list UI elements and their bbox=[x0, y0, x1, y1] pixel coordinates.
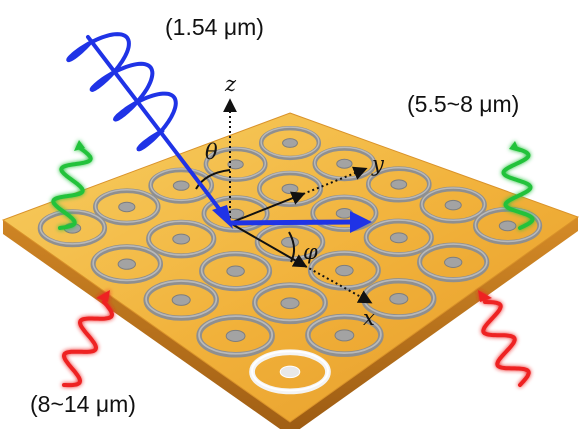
ring-highlight bbox=[149, 168, 213, 202]
incident-laser-beam bbox=[86, 35, 232, 225]
z-axis-label: z bbox=[225, 72, 237, 96]
center-disk bbox=[225, 329, 246, 342]
long-ir-emission-right bbox=[478, 290, 531, 387]
ring-highlight bbox=[253, 283, 327, 322]
laser-arrowhead bbox=[212, 205, 233, 229]
mid-ir-emission-left bbox=[51, 140, 93, 230]
ring-highlight bbox=[147, 220, 215, 256]
center-disk bbox=[117, 258, 136, 270]
ring-highlight bbox=[307, 314, 382, 355]
center-disk bbox=[172, 180, 190, 191]
center-disk bbox=[118, 201, 136, 213]
center-disk bbox=[444, 199, 462, 211]
ring-highlight bbox=[418, 243, 488, 280]
center-disk bbox=[281, 236, 299, 248]
reflected-laser-beam bbox=[229, 219, 353, 226]
center-disk bbox=[389, 293, 409, 305]
reflected-arrowhead bbox=[350, 211, 372, 233]
center-disk bbox=[171, 294, 191, 306]
ring-highlight bbox=[258, 171, 322, 205]
ring-highlight bbox=[205, 147, 267, 180]
long-ir-emission-left bbox=[61, 290, 115, 388]
ring-highlight bbox=[314, 146, 375, 179]
center-disk bbox=[389, 232, 408, 244]
center-disk bbox=[334, 329, 355, 342]
laser-wavelength-label: (1.54 μm) bbox=[165, 14, 264, 40]
ring-highlight bbox=[198, 315, 274, 355]
ring-highlight bbox=[260, 126, 320, 158]
theta-arc bbox=[195, 169, 231, 190]
incident-laser-wave bbox=[66, 32, 178, 152]
mid-ir-emission-right bbox=[501, 141, 535, 230]
center-disk bbox=[226, 265, 245, 277]
center-disk bbox=[282, 138, 298, 148]
ring-highlight bbox=[203, 195, 269, 231]
ring-highlight bbox=[421, 187, 486, 222]
center-disk bbox=[227, 159, 244, 170]
plate-left-edge bbox=[3, 220, 290, 429]
center-disk bbox=[498, 220, 517, 232]
theta-label: θ bbox=[205, 140, 218, 164]
phi-arc bbox=[288, 231, 295, 263]
long-ir-wavelength-label: (8~14 μm) bbox=[30, 391, 136, 417]
ring-highlight bbox=[92, 244, 162, 282]
center-disk bbox=[281, 183, 299, 194]
ring-highlight bbox=[251, 350, 329, 392]
y-axis-label: y bbox=[372, 152, 384, 176]
plate-right-edge bbox=[290, 217, 578, 429]
x-axis-dotted bbox=[304, 265, 373, 304]
center-disk bbox=[280, 297, 300, 310]
y-axis-solid bbox=[229, 191, 306, 224]
center-disk bbox=[444, 256, 463, 268]
ring-highlight bbox=[311, 195, 377, 230]
x-axis-label: x bbox=[363, 306, 375, 330]
center-disk bbox=[335, 264, 354, 277]
mid-ir-wavelength-label: (5.5~8 μm) bbox=[407, 91, 520, 117]
y-axis-dotted bbox=[302, 166, 368, 195]
ring-highlight bbox=[145, 280, 218, 318]
ring-highlight bbox=[39, 209, 106, 245]
ring-disk-array bbox=[37, 126, 543, 395]
ring-highlight bbox=[94, 189, 159, 223]
ring-highlight bbox=[367, 166, 431, 200]
center-disk bbox=[172, 233, 191, 245]
phi-label: φ bbox=[303, 240, 318, 264]
center-disk bbox=[279, 365, 301, 379]
center-disk bbox=[390, 179, 408, 190]
center-disk bbox=[336, 158, 353, 169]
ring-highlight bbox=[200, 251, 271, 289]
ring-highlight bbox=[365, 219, 433, 255]
